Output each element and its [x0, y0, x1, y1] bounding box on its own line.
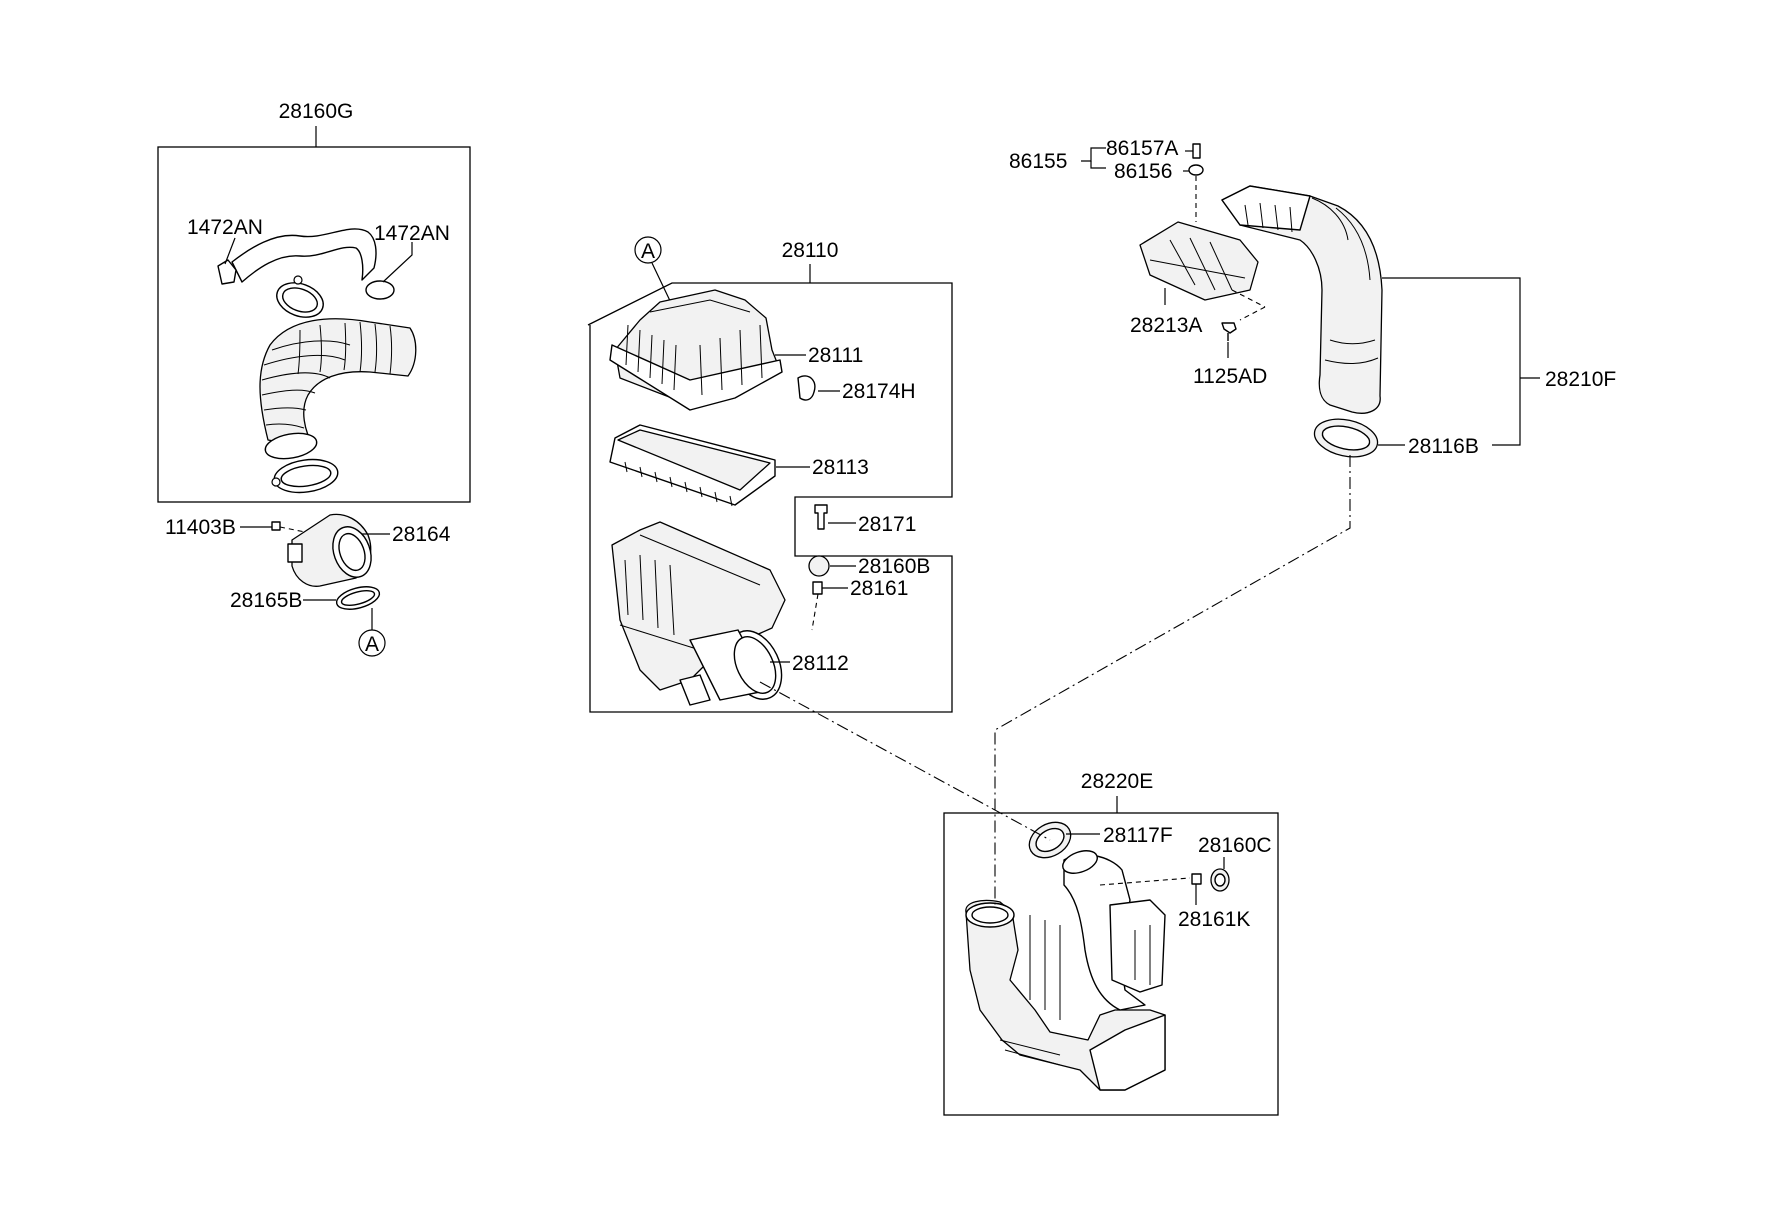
reference-mark-a-upper — [634, 236, 662, 264]
label-28112[interactable]: 28112 — [792, 652, 849, 675]
group-box-28110 — [587, 282, 953, 713]
corrugated-intake-hose — [259, 318, 417, 449]
intake-duct — [1221, 185, 1383, 414]
label-28161K[interactable]: 28161K — [1178, 908, 1250, 931]
label-28160B[interactable]: 28160B — [858, 555, 930, 578]
label-28171[interactable]: 28171 — [858, 513, 916, 536]
duct-bracket — [1139, 221, 1259, 301]
label-28160G[interactable]: 28160G — [279, 100, 354, 123]
label-28210F[interactable]: 28210F — [1545, 368, 1616, 391]
label-1472AN-left[interactable]: 1472AN — [187, 216, 263, 239]
bolt-duct-icon — [1221, 322, 1237, 341]
label-28160C[interactable]: 28160C — [1198, 834, 1272, 857]
label-ref-a-lower[interactable]: A — [365, 633, 379, 656]
reference-mark-a-lower — [358, 629, 386, 657]
label-28213A[interactable]: 28213A — [1130, 314, 1202, 337]
label-1125AD[interactable]: 1125AD — [1193, 365, 1267, 388]
label-28161[interactable]: 28161 — [850, 577, 908, 600]
breather-hose — [231, 228, 377, 283]
label-86156[interactable]: 86156 — [1114, 160, 1172, 183]
group-box-28220E — [943, 812, 1279, 1116]
label-86157A[interactable]: 86157A — [1106, 137, 1178, 160]
grommet-b-icon — [808, 555, 830, 577]
label-28220E[interactable]: 28220E — [1081, 770, 1153, 793]
resonator-assembly: 28220E 28117F 28160C — [943, 770, 1279, 1116]
label-28111[interactable]: 28111 — [808, 344, 863, 367]
label-28116B[interactable]: 28116B — [1408, 435, 1479, 458]
label-28117F[interactable]: 28117F — [1103, 824, 1173, 847]
intake-duct-group: 86155 86157A 86156 28213A 1125AD — [1009, 137, 1616, 458]
label-ref-a-upper[interactable]: A — [641, 240, 655, 263]
screw-a-icon — [1192, 143, 1201, 159]
air-cleaner-assembly: 28110 A 28111 28174H — [587, 236, 953, 713]
connection-lines — [759, 455, 1351, 905]
label-28164[interactable]: 28164 — [392, 523, 451, 546]
mount-bolt-icon — [814, 504, 828, 530]
label-1472AN-right[interactable]: 1472AN — [374, 222, 450, 245]
cover-clip-icon — [797, 375, 816, 401]
group-box-28160G — [157, 146, 471, 503]
pin-k-icon — [1191, 873, 1202, 885]
clamp-right-icon — [365, 280, 395, 300]
label-28110[interactable]: 28110 — [782, 239, 839, 262]
label-28174H[interactable]: 28174H — [842, 380, 916, 403]
bolt-sensor-icon — [271, 521, 281, 531]
pin-icon — [812, 581, 823, 595]
washer-icon — [1188, 164, 1204, 176]
label-28165B[interactable]: 28165B — [230, 589, 302, 612]
label-28113[interactable]: 28113 — [812, 456, 869, 479]
label-86155[interactable]: 86155 — [1009, 150, 1067, 173]
label-11403B[interactable]: 11403B — [165, 516, 236, 539]
intake-hose-group: 28160G 1472AN 1472AN — [157, 100, 471, 657]
